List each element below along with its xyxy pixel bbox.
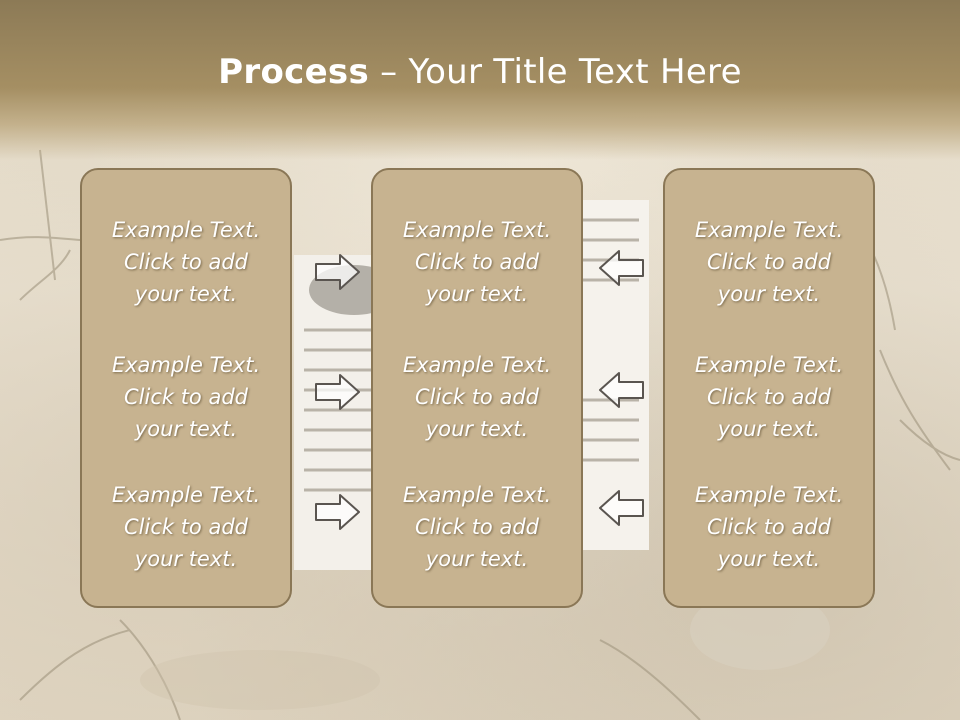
right-arrow-icon[interactable] [314, 492, 362, 532]
process-panel-left[interactable]: Example Text. Click to add your text. Ex… [80, 168, 292, 608]
panel-text-placeholder[interactable]: Example Text. Click to add your text. [111, 353, 261, 441]
panel-text-placeholder[interactable]: Example Text. Click to add your text. [111, 218, 261, 306]
slide-title[interactable]: Process – Your Title Text Here [0, 52, 960, 92]
right-arrow-icon[interactable] [314, 372, 362, 412]
panel-text-placeholder[interactable]: Example Text. Click to add your text. [402, 483, 552, 571]
process-panel-center[interactable]: Example Text. Click to add your text. Ex… [371, 168, 583, 608]
panel-text-placeholder[interactable]: Example Text. Click to add your text. [694, 353, 844, 441]
left-arrow-icon[interactable] [597, 370, 645, 410]
panel-text-placeholder[interactable]: Example Text. Click to add your text. [402, 353, 552, 441]
panel-text-placeholder[interactable]: Example Text. Click to add your text. [402, 218, 552, 306]
process-panel-right[interactable]: Example Text. Click to add your text. Ex… [663, 168, 875, 608]
left-arrow-icon[interactable] [597, 488, 645, 528]
right-arrow-icon[interactable] [314, 252, 362, 292]
panel-text-placeholder[interactable]: Example Text. Click to add your text. [694, 483, 844, 571]
title-rest-part: – Your Title Text Here [369, 52, 742, 92]
title-band [0, 0, 960, 160]
title-bold-part: Process [218, 52, 370, 92]
panel-text-placeholder[interactable]: Example Text. Click to add your text. [694, 218, 844, 306]
left-arrow-icon[interactable] [597, 248, 645, 288]
panel-text-placeholder[interactable]: Example Text. Click to add your text. [111, 483, 261, 571]
